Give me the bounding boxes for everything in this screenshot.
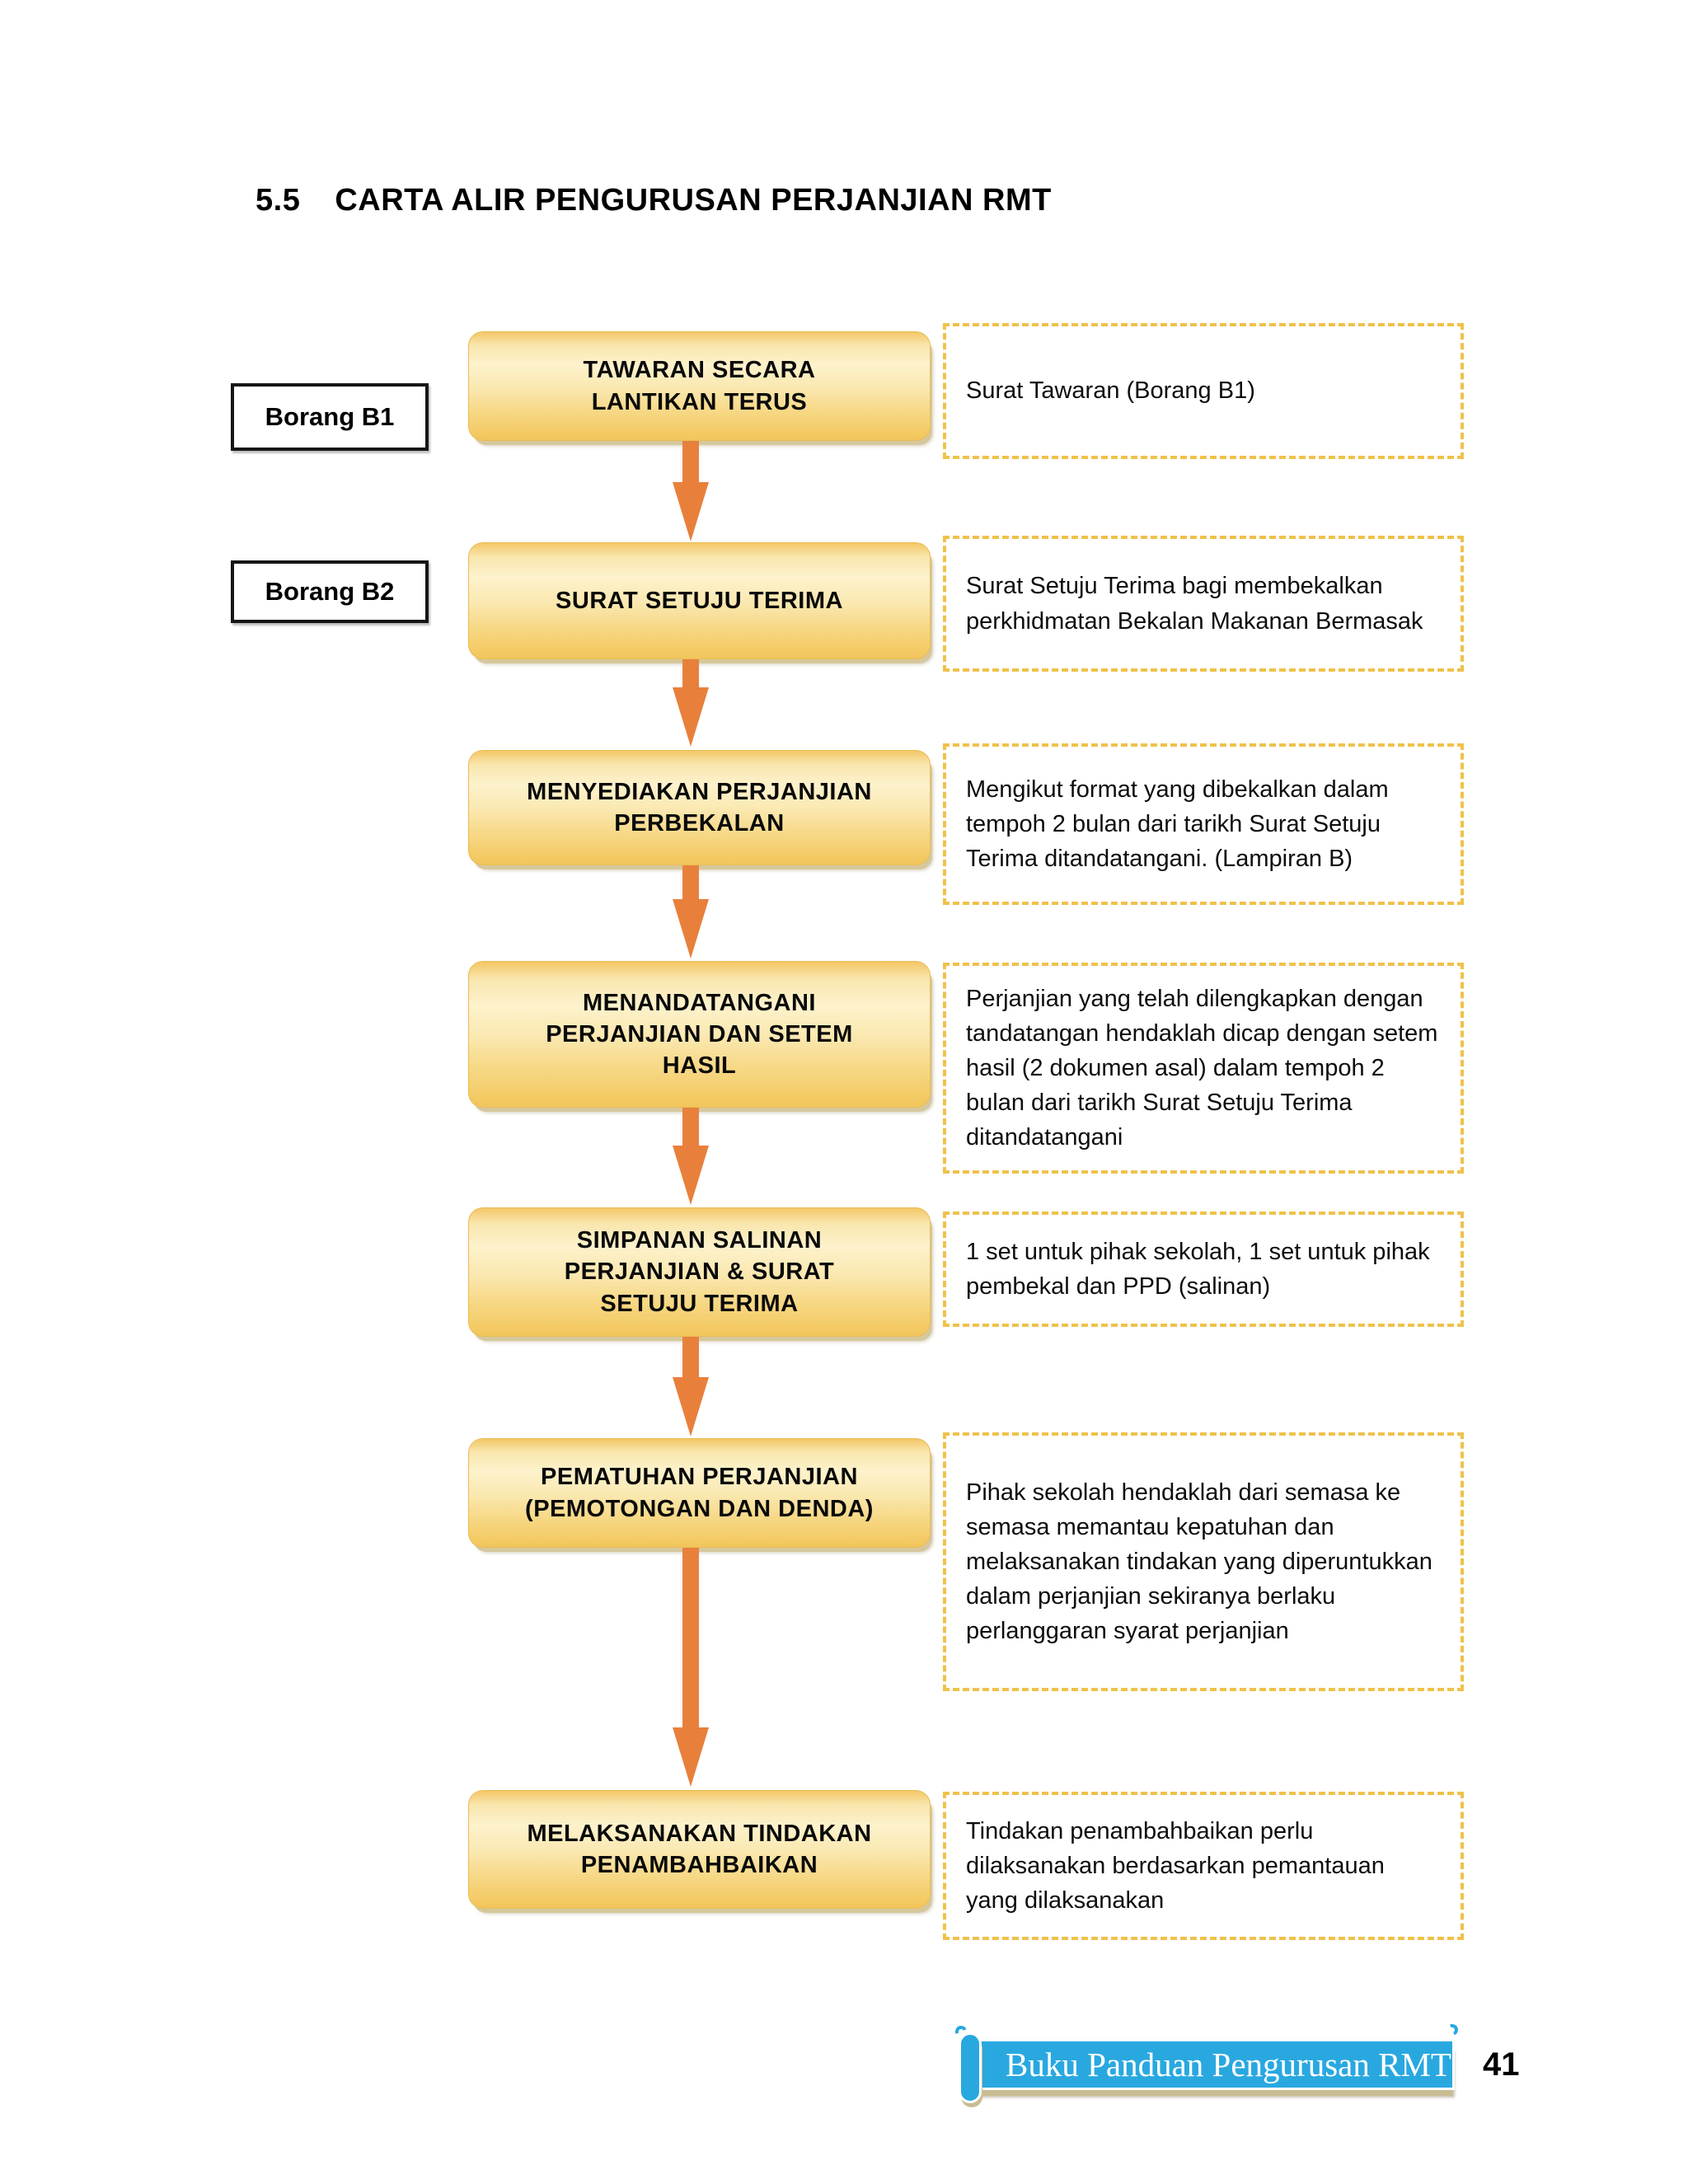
flow-note-box: 1 set untuk pihak sekolah, 1 set untuk p… — [943, 1212, 1464, 1327]
flow-step-box: PEMATUHAN PERJANJIAN (PEMOTONGAN DAN DEN… — [468, 1438, 931, 1548]
flow-note-box: Surat Tawaran (Borang B1) — [943, 323, 1464, 459]
down-arrow-icon — [673, 441, 709, 541]
flow-note-box: Perjanjian yang telah dilengkapkan denga… — [943, 963, 1464, 1174]
down-arrow-icon — [673, 1548, 709, 1787]
flow-step-box: TAWARAN SECARA LANTIKAN TERUS — [468, 331, 931, 441]
down-arrow-icon — [673, 1337, 709, 1436]
down-arrow-icon — [673, 659, 709, 747]
flow-note-text: Surat Setuju Terima bagi membekalkan per… — [966, 573, 1423, 635]
flow-step-box: SURAT SETUJU TERIMA — [468, 542, 931, 659]
footer-book-title: Buku Panduan Pengurusan RMT — [1006, 2046, 1451, 2083]
flow-note-box: Pihak sekolah hendaklah dari semasa ke s… — [943, 1432, 1464, 1691]
flow-step-label: SURAT SETUJU TERIMA — [556, 587, 843, 614]
flow-step-box: MELAKSANAKAN TINDAKAN PENAMBAHBAIKAN — [468, 1790, 931, 1909]
flow-step-label: MENYEDIAKAN PERJANJIAN PERBEKALAN — [527, 778, 872, 837]
flow-note-text: 1 set untuk pihak sekolah, 1 set untuk p… — [966, 1238, 1430, 1300]
flow-step-box: SIMPANAN SALINAN PERJANJIAN & SURAT SETU… — [468, 1207, 931, 1337]
flow-step-label: SIMPANAN SALINAN PERJANJIAN & SURAT SETU… — [564, 1227, 835, 1317]
section-title-text: CARTA ALIR PENGURUSAN PERJANJIAN RMT — [335, 183, 1052, 218]
flow-note-text: Mengikut format yang dibekalkan dalam te… — [966, 776, 1389, 873]
ribbon-end-cap — [959, 2032, 982, 2103]
flow-step-label: MENANDATANGANI PERJANJIAN DAN SETEM HASI… — [546, 989, 853, 1080]
flow-step-box: MENYEDIAKAN PERJANJIAN PERBEKALAN — [468, 750, 931, 865]
section-number: 5.5 — [256, 183, 301, 218]
flow-step-label: PEMATUHAN PERJANJIAN (PEMOTONGAN DAN DEN… — [525, 1464, 874, 1522]
ribbon-curl-icon — [1445, 2022, 1460, 2037]
flow-step-label: MELAKSANAKAN TINDAKAN PENAMBAHBAIKAN — [527, 1820, 872, 1878]
flow-note-text: Tindakan penambahbaikan perlu dilaksanak… — [966, 1817, 1385, 1915]
down-arrow-icon — [673, 1108, 709, 1205]
page-title: 5.5 CARTA ALIR PENGURUSAN PERJANJIAN RMT — [256, 183, 1052, 218]
page-footer: Buku Panduan Pengurusan RMT 41 — [954, 2022, 1519, 2103]
flow-step-label: TAWARAN SECARA LANTIKAN TERUS — [583, 357, 816, 415]
flow-note-box: Surat Setuju Terima bagi membekalkan per… — [943, 536, 1464, 672]
borang-b2-label-box: Borang B2 — [231, 560, 429, 623]
borang-b2-label: Borang B2 — [265, 577, 395, 606]
flow-note-text: Perjanjian yang telah dilengkapkan denga… — [966, 985, 1438, 1151]
flow-note-text: Pihak sekolah hendaklah dari semasa ke s… — [966, 1479, 1432, 1645]
borang-b1-label: Borang B1 — [265, 402, 395, 431]
borang-b1-label-box: Borang B1 — [231, 383, 429, 451]
flow-note-box: Tindakan penambahbaikan perlu dilaksanak… — [943, 1792, 1464, 1940]
flow-note-box: Mengikut format yang dibekalkan dalam te… — [943, 743, 1464, 905]
flow-step-box: MENANDATANGANI PERJANJIAN DAN SETEM HASI… — [468, 961, 931, 1108]
footer-ribbon: Buku Panduan Pengurusan RMT 41 — [972, 2039, 1519, 2090]
footer-page-number: 41 — [1482, 2046, 1520, 2083]
flow-note-text: Surat Tawaran (Borang B1) — [966, 377, 1255, 405]
down-arrow-icon — [673, 865, 709, 958]
